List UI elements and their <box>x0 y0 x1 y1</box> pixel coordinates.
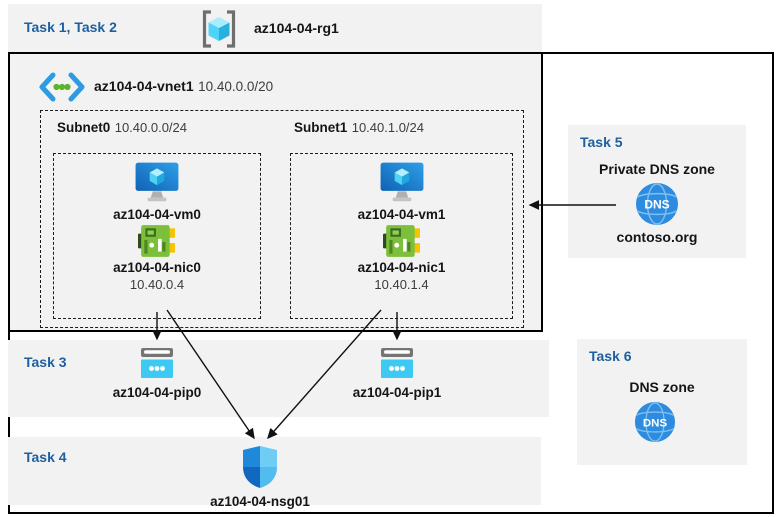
task4-band: Task 4 az104-04-nsg01 <box>8 437 541 509</box>
nic0-name: az104-04-nic0 <box>113 260 201 275</box>
private-dns-icon: DNS <box>635 182 679 226</box>
nsg-group: az104-04-nsg01 <box>190 445 330 509</box>
nic1-icon <box>382 224 421 258</box>
subnet1-vm-group: az104-04-vm1 az104-04- <box>290 153 513 319</box>
vm1-icon <box>379 161 425 205</box>
private-dns-zone-title: Private DNS zone <box>599 161 715 177</box>
pip1-name: az104-04-pip1 <box>352 385 442 400</box>
task5-label: Task 5 <box>580 134 623 150</box>
nic0-icon <box>138 224 176 258</box>
vnet-box: az104-04-vnet1 10.40.0.0/20 Subnet0 10.4… <box>8 52 543 332</box>
subnets-container: Subnet0 10.40.0.0/24 az104-04-vm0 <box>40 110 524 328</box>
subnet0-cidr: 10.40.0.0/24 <box>114 120 188 135</box>
task4-label: Task 4 <box>24 449 67 465</box>
pip1-icon <box>379 346 415 380</box>
pip0-group: az104-04-pip0 <box>97 346 217 400</box>
task1-2-label: Task 1, Task 2 <box>24 19 117 35</box>
task3-band: Task 3 az104-04-pip0 <box>8 340 549 417</box>
vnet-cidr: 10.40.0.0/20 <box>198 79 274 94</box>
dns-zone-icon-text: DNS <box>643 417 668 429</box>
subnet1-name: Subnet1 <box>294 120 348 135</box>
nsg-name: az104-04-nsg01 <box>210 494 310 509</box>
dns-zone-icon: DNS <box>634 401 676 443</box>
private-dns-zone-name: contoso.org <box>616 229 698 245</box>
subnet0-vm-group: az104-04-vm0 az104-04- <box>53 153 261 319</box>
task6-box: Task 6 DNS zone DNS <box>577 339 747 465</box>
nic1-name: az104-04-nic1 <box>357 260 446 275</box>
subnet0-name: Subnet0 <box>57 120 111 135</box>
vm0-name: az104-04-vm0 <box>113 207 201 222</box>
task3-label: Task 3 <box>24 354 67 370</box>
nic1-ip: 10.40.1.4 <box>374 277 429 292</box>
nsg-shield-icon <box>242 445 278 489</box>
task1-2-band: Task 1, Task 2 az104-04-rg1 <box>8 4 542 52</box>
vnet-title: az104-04-vnet1 10.40.0.0/20 <box>94 78 273 96</box>
task6-label: Task 6 <box>589 348 632 364</box>
nic0-ip: 10.40.0.4 <box>129 277 185 292</box>
vm0-icon <box>134 161 180 205</box>
subnet0-title: Subnet0 10.40.0.0/24 <box>57 119 187 137</box>
pip0-icon <box>139 346 175 380</box>
vnet-icon <box>38 71 86 103</box>
subnet1-cidr: 10.40.1.0/24 <box>351 120 425 135</box>
resource-group-name: az104-04-rg1 <box>254 20 339 36</box>
pip0-name: az104-04-pip0 <box>112 385 202 400</box>
private-dns-icon-text: DNS <box>644 198 669 212</box>
pip1-group: az104-04-pip1 <box>337 346 457 400</box>
resource-group-icon <box>200 9 238 49</box>
vnet-name: az104-04-vnet1 <box>94 78 194 94</box>
subnet1-title: Subnet1 10.40.1.0/24 <box>294 119 424 137</box>
dns-zone-title: DNS zone <box>629 379 695 395</box>
task5-box: Task 5 Private DNS zone DNS contoso.org <box>568 125 746 258</box>
vm1-name: az104-04-vm1 <box>357 207 446 222</box>
